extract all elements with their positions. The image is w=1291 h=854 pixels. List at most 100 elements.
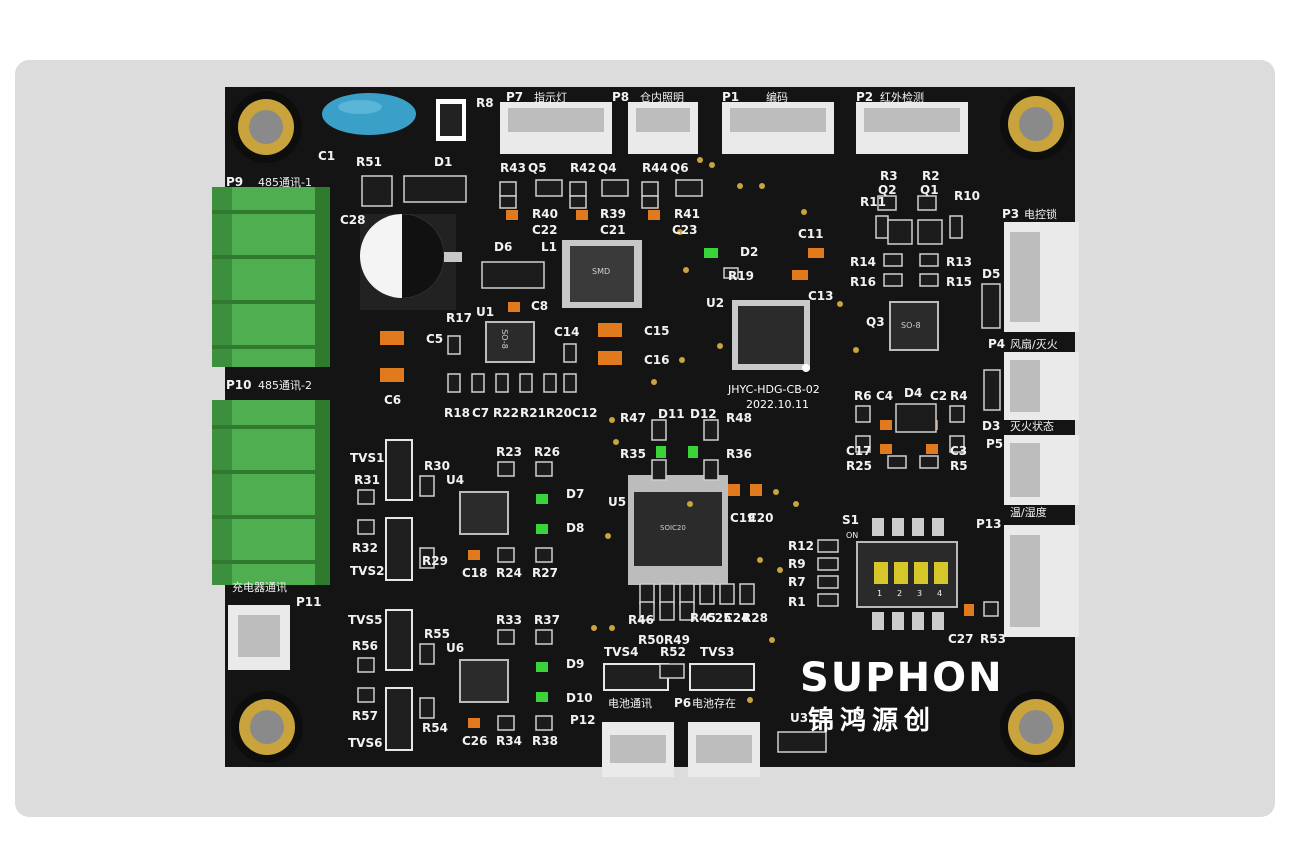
label-c11: C11 (798, 227, 824, 241)
label-d1: D1 (434, 155, 453, 169)
label-c27: C27 (948, 632, 974, 646)
label-p1-name: 编码 (766, 91, 788, 104)
dip-1: 1 (877, 589, 883, 598)
label-r42: R42 (570, 161, 596, 175)
label-p4: P4 (988, 337, 1006, 351)
label-r45: R45 (690, 611, 716, 625)
label-p7: P7 (506, 90, 524, 104)
label-l1: L1 (541, 240, 557, 254)
label-r38: R38 (532, 734, 558, 748)
label-p13-name: 温/湿度 (1010, 506, 1047, 519)
label-c28: C28 (340, 213, 366, 227)
label-r31: R31 (354, 473, 380, 487)
label-u3: U3 (790, 711, 809, 725)
label-c12: C12 (572, 406, 598, 420)
label-r32: R32 (352, 541, 378, 555)
label-p10-name: 485通讯-2 (258, 379, 312, 392)
label-r27: R27 (532, 566, 558, 580)
label-tvs2: TVS2 (350, 564, 385, 578)
label-r54: R54 (422, 721, 448, 735)
label-r37: R37 (534, 613, 560, 627)
label-u4: U4 (446, 473, 465, 487)
label-p6: P6 (674, 696, 692, 710)
label-q4: Q4 (598, 161, 617, 175)
label-r14: R14 (850, 255, 876, 269)
label-p12: P12 (570, 713, 596, 727)
label-p8: P8 (612, 90, 630, 104)
label-r7: R7 (788, 575, 806, 589)
label-r50: R50 (638, 633, 664, 647)
label-p2: P2 (856, 90, 874, 104)
chip-mark-u5: SOIC20 (660, 524, 686, 532)
label-r21: R21 (520, 406, 546, 420)
label-c18: C18 (462, 566, 488, 580)
label-c13: C13 (808, 289, 834, 303)
label-d4: D4 (904, 386, 923, 400)
label-tvs5: TVS5 (348, 613, 383, 627)
inductor-l1 (562, 240, 642, 308)
label-r57: R57 (352, 709, 378, 723)
mounting-hole-top-right (1000, 88, 1072, 160)
label-c7: C7 (472, 406, 490, 420)
label-p12-name: 电池通讯 (608, 697, 652, 710)
label-q1: Q1 (920, 183, 939, 197)
dip-switch-s1 (856, 518, 958, 630)
label-p9-name: 485通讯-1 (258, 176, 312, 189)
mcu-u2 (732, 300, 810, 372)
label-p11-name: 充电器通讯 (232, 581, 287, 594)
label-u1: U1 (476, 305, 495, 319)
label-c6: C6 (384, 393, 402, 407)
ic-q3 (889, 301, 939, 351)
label-d7: D7 (566, 487, 585, 501)
ic-u6 (459, 659, 509, 703)
label-c25: C25 (706, 611, 732, 625)
brand-logo: SUPHON (800, 655, 1004, 701)
label-p3-name: 电控锁 (1024, 208, 1057, 221)
label-r25: R25 (846, 459, 872, 473)
label-c24: C24 (724, 611, 750, 625)
label-p10: P10 (226, 378, 252, 392)
label-r19: R19 (728, 269, 754, 283)
label-c15: C15 (644, 324, 670, 338)
label-r53: R53 (980, 632, 1006, 646)
label-r36: R36 (726, 447, 752, 461)
label-c3: C3 (950, 444, 968, 458)
mounting-hole-top-left (230, 91, 302, 163)
label-r49: R49 (664, 633, 690, 647)
label-c19: C19 (730, 511, 756, 525)
label-r3: R3 (880, 169, 898, 183)
label-p13: P13 (976, 517, 1002, 531)
ic-u1 (485, 321, 535, 363)
label-c26: C26 (462, 734, 488, 748)
terminal-block-p9 (212, 187, 330, 367)
mounting-hole-bottom-left (231, 691, 303, 763)
label-r20: R20 (546, 406, 572, 420)
label-r29: R29 (422, 554, 448, 568)
label-r30: R30 (424, 459, 450, 473)
label-r13: R13 (946, 255, 972, 269)
mounting-hole-bottom-right (1000, 691, 1072, 763)
ic-u4 (459, 491, 509, 535)
label-p3: P3 (1002, 207, 1020, 221)
label-d6: D6 (494, 240, 513, 254)
label-r5: R5 (950, 459, 968, 473)
label-r47: R47 (620, 411, 646, 425)
label-u5: U5 (608, 495, 627, 509)
label-c22: C22 (532, 223, 558, 237)
label-c5: C5 (426, 332, 444, 346)
label-r39: R39 (600, 207, 626, 221)
label-u6: U6 (446, 641, 465, 655)
label-q6: Q6 (670, 161, 689, 175)
label-c1: C1 (318, 149, 336, 163)
label-r44: R44 (642, 161, 668, 175)
terminal-block-p10 (212, 400, 330, 585)
label-d8: D8 (566, 521, 585, 535)
label-p11: P11 (296, 595, 322, 609)
label-r28: R28 (742, 611, 768, 625)
label-d3: D3 (982, 419, 1001, 433)
label-q5: Q5 (528, 161, 547, 175)
dip-4: 4 (937, 589, 943, 598)
label-r12: R12 (788, 539, 814, 553)
ic-u5 (628, 475, 728, 585)
